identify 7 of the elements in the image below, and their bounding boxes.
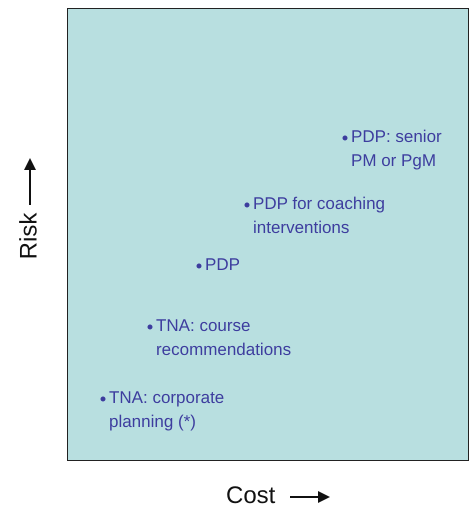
- point-label: PDP: senior PM or PgM: [351, 126, 443, 172]
- point-label: TNA: corporate planning (*): [109, 387, 226, 433]
- point-label: PDP: [205, 254, 241, 276]
- point-label: TNA: course recommendations: [156, 315, 292, 361]
- axis-title: Cost: [226, 482, 276, 510]
- axis-title: Risk: [15, 212, 44, 260]
- point-label: PDP for coaching interventions: [253, 193, 386, 239]
